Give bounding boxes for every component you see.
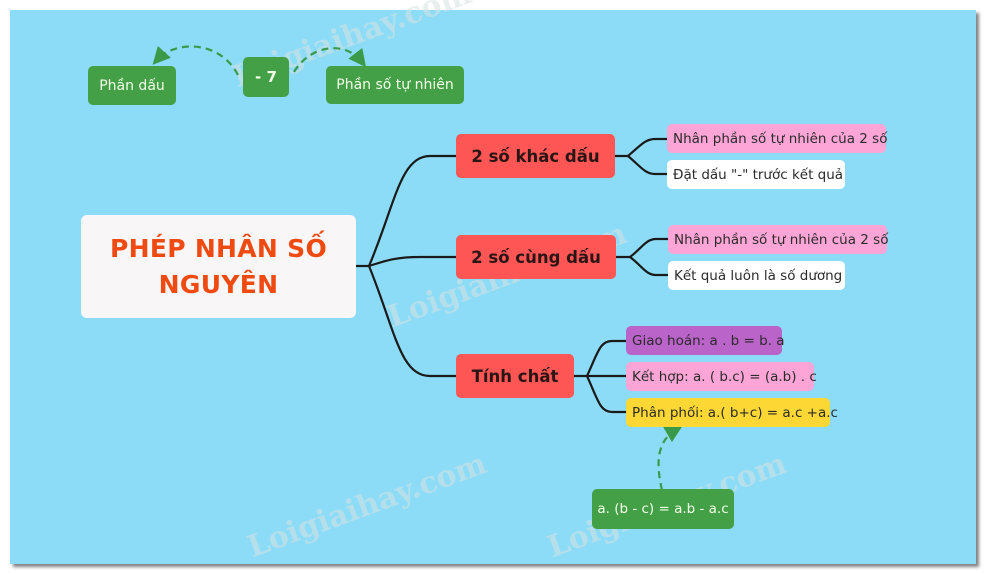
root-topic[interactable]: PHÉP NHÂN SỐ NGUYÊN (81, 215, 356, 318)
leaf-multiply-natural-parts[interactable]: Nhân phần số tự nhiên của 2 số (668, 225, 888, 254)
branch-different-signs[interactable]: 2 số khác dấu (456, 134, 615, 178)
leaf-put-minus-sign[interactable]: Đặt dấu "-" trước kết quả (667, 160, 845, 189)
root-title-line2: NGUYÊN (158, 269, 279, 299)
branch-same-signs[interactable]: 2 số cùng dấu (456, 235, 616, 279)
leaf-associative[interactable]: Kết hợp: a. ( b.c) = (a.b) . c (626, 362, 817, 391)
root-title-line1: PHÉP NHÂN SỐ (109, 233, 328, 263)
note-example-number: - 7 (243, 57, 289, 97)
note-distributive-subtraction: a. (b - c) = a.b - a.c (592, 489, 734, 529)
leaf-commutative[interactable]: Giao hoán: a . b = b. a (626, 326, 785, 355)
branch-properties[interactable]: Tính chất (456, 354, 574, 398)
note-natural-part: Phần số tự nhiên (326, 66, 464, 104)
leaf-multiply-natural-parts[interactable]: Nhân phần số tự nhiên của 2 số (667, 124, 887, 153)
leaf-distributive[interactable]: Phân phối: a.( b+c) = a.c +a.c (626, 398, 838, 427)
note-sign-part: Phần dấu (88, 66, 176, 105)
leaf-result-positive[interactable]: Kết quả luôn là số dương (668, 261, 845, 290)
